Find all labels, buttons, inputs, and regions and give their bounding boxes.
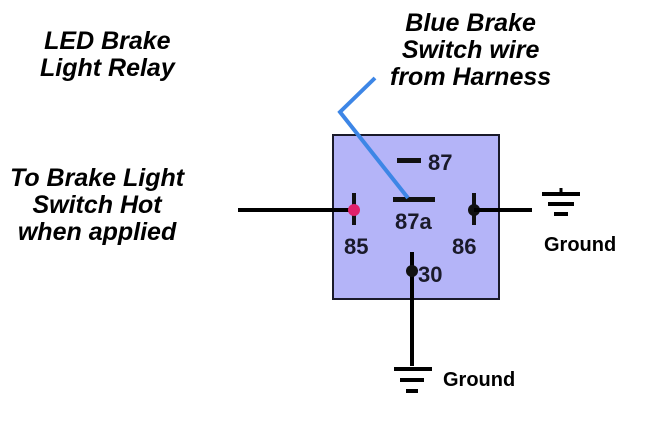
input-label: To Brake Light Switch Hot when applied xyxy=(10,165,184,246)
blue-wire-line-1: Blue Brake xyxy=(405,9,536,37)
pin-30-label: 30 xyxy=(418,262,442,287)
ground-icon-bottom xyxy=(394,367,432,393)
pin-87a-contact xyxy=(393,197,435,202)
ground-bottom-label: Ground xyxy=(443,369,516,391)
title-line-1: LED Brake xyxy=(44,27,171,55)
blue-wire-line-3: from Harness xyxy=(390,63,552,91)
blue-wire-line-2: Switch wire xyxy=(401,36,540,64)
blue-brake-wire xyxy=(337,76,410,200)
pin-87-contact xyxy=(397,158,421,163)
pin-87-label: 87 xyxy=(428,150,452,175)
ground-right-label: Ground xyxy=(544,234,617,256)
pin-86-label: 86 xyxy=(452,234,476,259)
title-line-2: Light Relay xyxy=(40,54,175,82)
pin-87a-label: 87a xyxy=(395,209,432,234)
input-line-1: To Brake Light xyxy=(10,164,185,192)
input-line-2: Switch Hot xyxy=(32,191,162,219)
pin-30-dot xyxy=(406,265,418,277)
pin-85-hot-dot xyxy=(348,204,360,216)
blue-wire-label: Blue Brake Switch wire from Harness xyxy=(390,10,551,91)
pin-85-label: 85 xyxy=(344,234,368,259)
input-line-3: when applied xyxy=(17,218,177,246)
ground-icon-right xyxy=(542,188,580,216)
title-label: LED Brake Light Relay xyxy=(40,28,175,82)
